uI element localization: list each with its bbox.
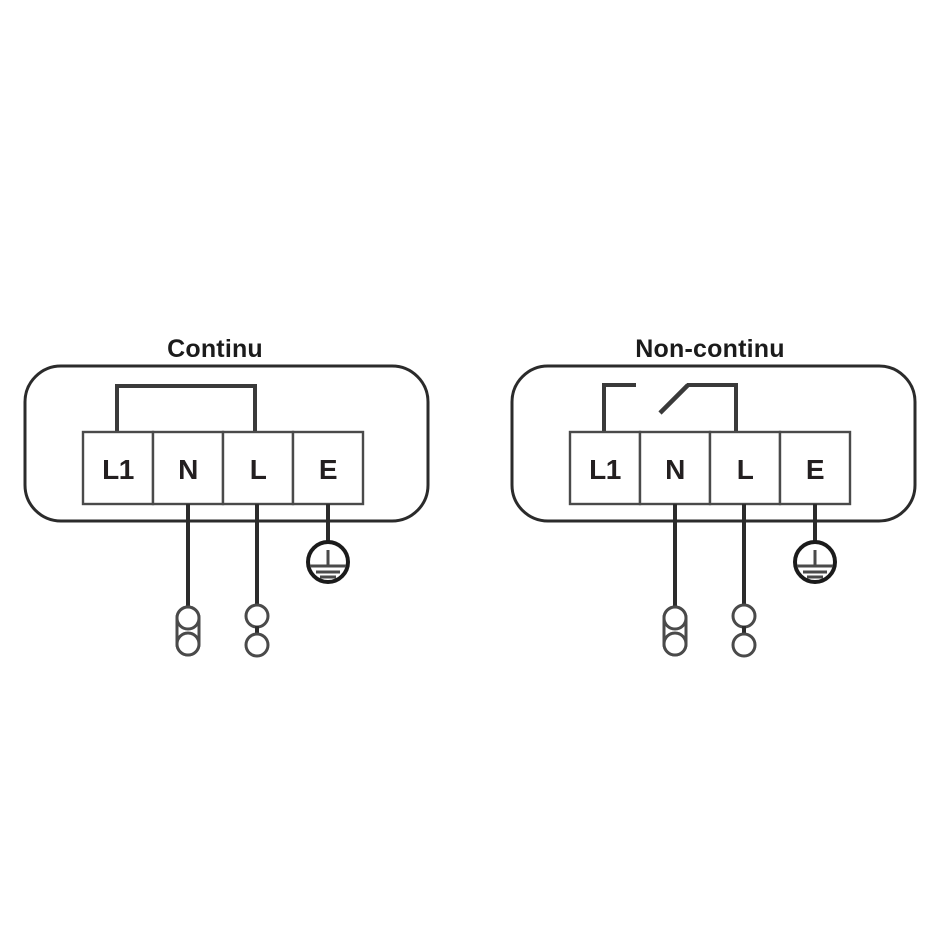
conductor-end-n-non-continu [662,605,688,657]
terminal-label-l1-non-continu: L1 [589,454,621,485]
terminal-cell-l1-continu[interactable] [81,430,155,506]
terminal-cell-e-non-continu[interactable] [778,430,852,506]
terminal-label-l1-continu: L1 [102,454,134,485]
jumper-bridge-closed-continu [115,384,257,432]
switch-contact-arm-non-continu [658,383,690,415]
conductor-dot-n-bottom-continu [175,631,201,657]
diagram-title-non-continu: Non-continu [635,335,784,363]
terminal-label-n-continu: N [178,454,198,485]
diagram-continu: Continu L1 N L E [23,335,430,658]
terminal-label-n-non-continu: N [665,454,685,485]
conductor-dot-l-top-non-continu [731,603,757,629]
terminal-cell-l1-non-continu[interactable] [568,430,642,506]
conductor-end-l-continu [244,603,270,658]
jumper-stub-right-non-continu [687,383,738,432]
conductor-dot-l-bottom-continu [244,632,270,658]
terminal-label-l-continu: L [250,454,267,485]
earth-symbol-continu [306,540,350,584]
terminal-block-continu: L1 N L E [81,430,365,506]
terminal-cell-l-continu[interactable] [221,430,295,506]
diagram-non-continu: Non-continu L1 N L E [510,335,917,658]
conductor-end-n-continu [175,605,201,657]
terminal-label-l-non-continu: L [737,454,754,485]
terminal-block-non-continu: L1 N L E [568,430,852,506]
conductor-dot-l-top-continu [244,603,270,629]
diagram-title-continu: Continu [167,335,263,363]
conductor-dot-n-top-continu [175,605,201,631]
terminal-label-e-non-continu: E [806,454,824,485]
conductor-dot-l-bottom-non-continu [731,632,757,658]
conductor-dot-n-top-non-continu [662,605,688,631]
earth-symbol-non-continu [793,540,837,584]
conductor-dot-n-bottom-non-continu [662,631,688,657]
terminal-label-e-continu: E [319,454,337,485]
conductor-end-l-non-continu [731,603,757,658]
terminal-cell-l-non-continu[interactable] [708,430,782,506]
jumper-stub-left-non-continu [602,383,636,432]
